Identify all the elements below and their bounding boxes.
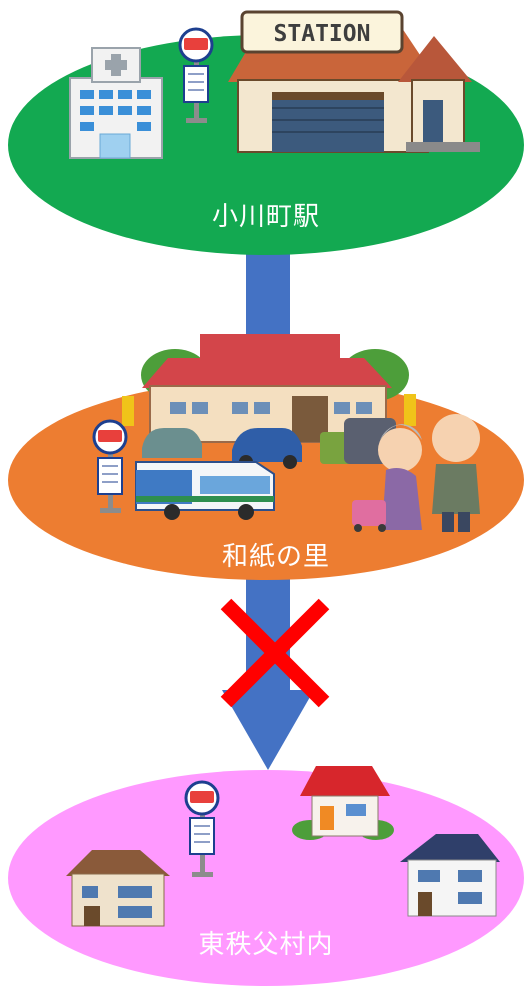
- blocked-cross-icon: [220, 598, 330, 708]
- washi-building-icon: [122, 334, 416, 443]
- house-icon: [66, 850, 170, 927]
- node-station-label: 小川町駅: [211, 202, 320, 232]
- elderly-people-icon: [352, 414, 480, 532]
- bus-icon: [135, 461, 275, 520]
- station-building-icon: STATION: [228, 10, 480, 153]
- node-washi-label: 和紙の里: [221, 542, 330, 572]
- hospital-icon: [69, 47, 163, 159]
- node-higashichichibu-ellipse: [8, 770, 524, 986]
- bus-stop-sign-icon: [92, 419, 128, 513]
- house-icon: [400, 834, 500, 917]
- house-icon: [292, 766, 394, 840]
- bus-stop-sign-icon: [184, 780, 220, 877]
- station-sign-text: STATION: [274, 21, 371, 47]
- car-icon: [142, 418, 396, 469]
- bus-stop-sign-icon: [178, 27, 214, 123]
- node-higashichichibu-label: 東秩父村内: [198, 930, 334, 960]
